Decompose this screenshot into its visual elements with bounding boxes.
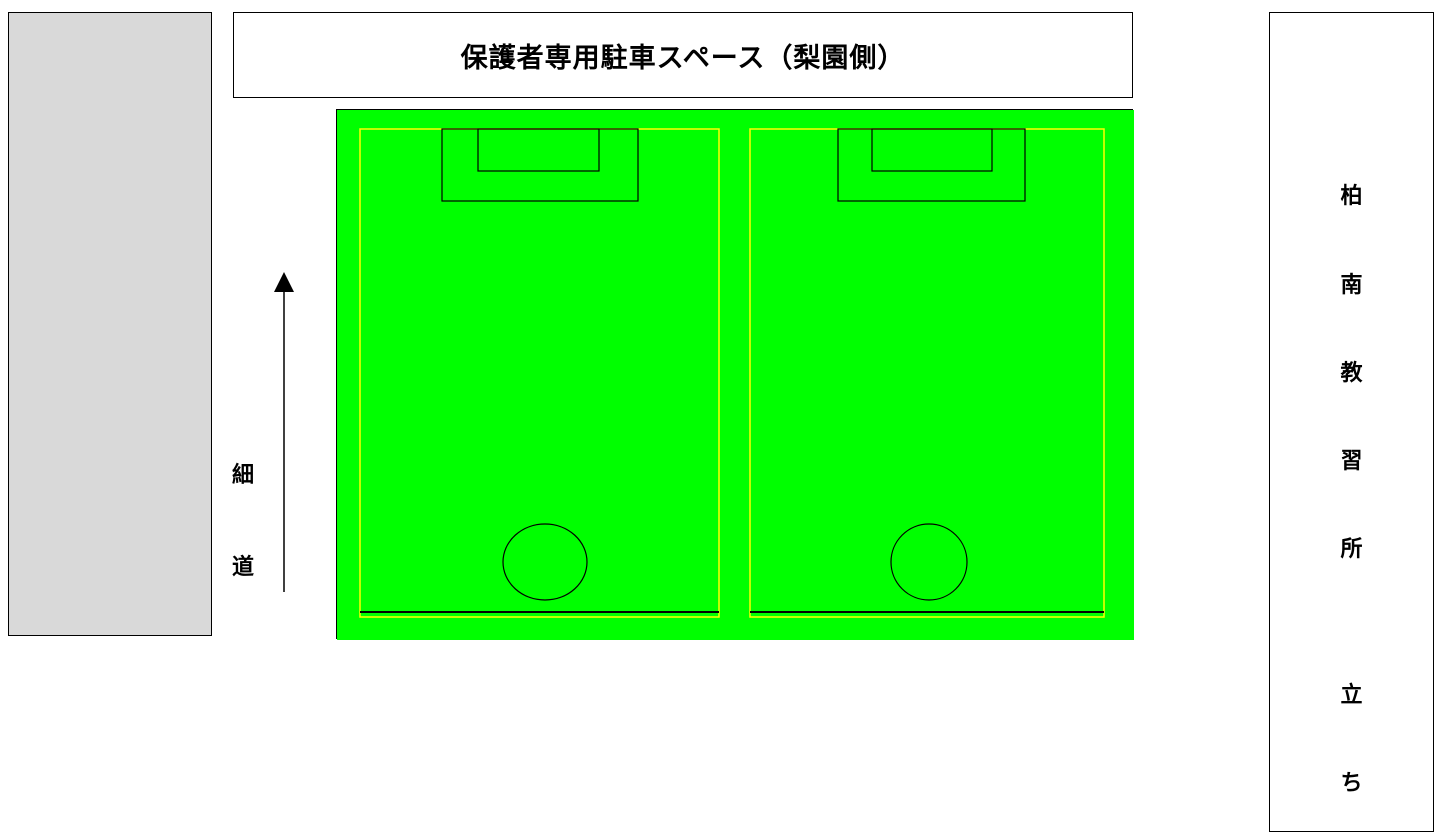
right-goal-area: [871, 128, 993, 172]
driving-school-building: 柏 南 教 習 所 立 ち: [1269, 12, 1434, 832]
parking-space-label: 保護者専用駐車スペース（梨園側）: [460, 42, 906, 74]
building-label-char-2: 南: [1340, 273, 1363, 298]
soccer-field: [336, 109, 1134, 640]
left-center-circle: [502, 523, 588, 601]
road-label-char-2: 道: [232, 555, 255, 580]
left-pitch: [359, 128, 720, 618]
gray-area-block: [8, 12, 212, 636]
field-background: [337, 110, 1134, 640]
right-center-circle: [890, 523, 968, 601]
soccer-field-drawing: [337, 110, 1134, 640]
road-label-char-1: 細: [232, 463, 255, 488]
building-label-char-6: 立: [1340, 683, 1363, 708]
left-goal-area: [477, 128, 600, 172]
arrow-head: [274, 272, 294, 292]
arrow-up-icon: [274, 272, 294, 592]
building-label-char-7: ち: [1340, 771, 1363, 796]
parking-space-box: 保護者専用駐車スペース（梨園側）: [233, 12, 1133, 98]
right-pitch: [749, 128, 1105, 618]
building-label-char-4: 習: [1340, 449, 1363, 474]
building-label-char-5: 所: [1340, 537, 1363, 562]
building-label-char-3: 教: [1340, 361, 1363, 386]
building-label-char-1: 柏: [1340, 184, 1363, 209]
